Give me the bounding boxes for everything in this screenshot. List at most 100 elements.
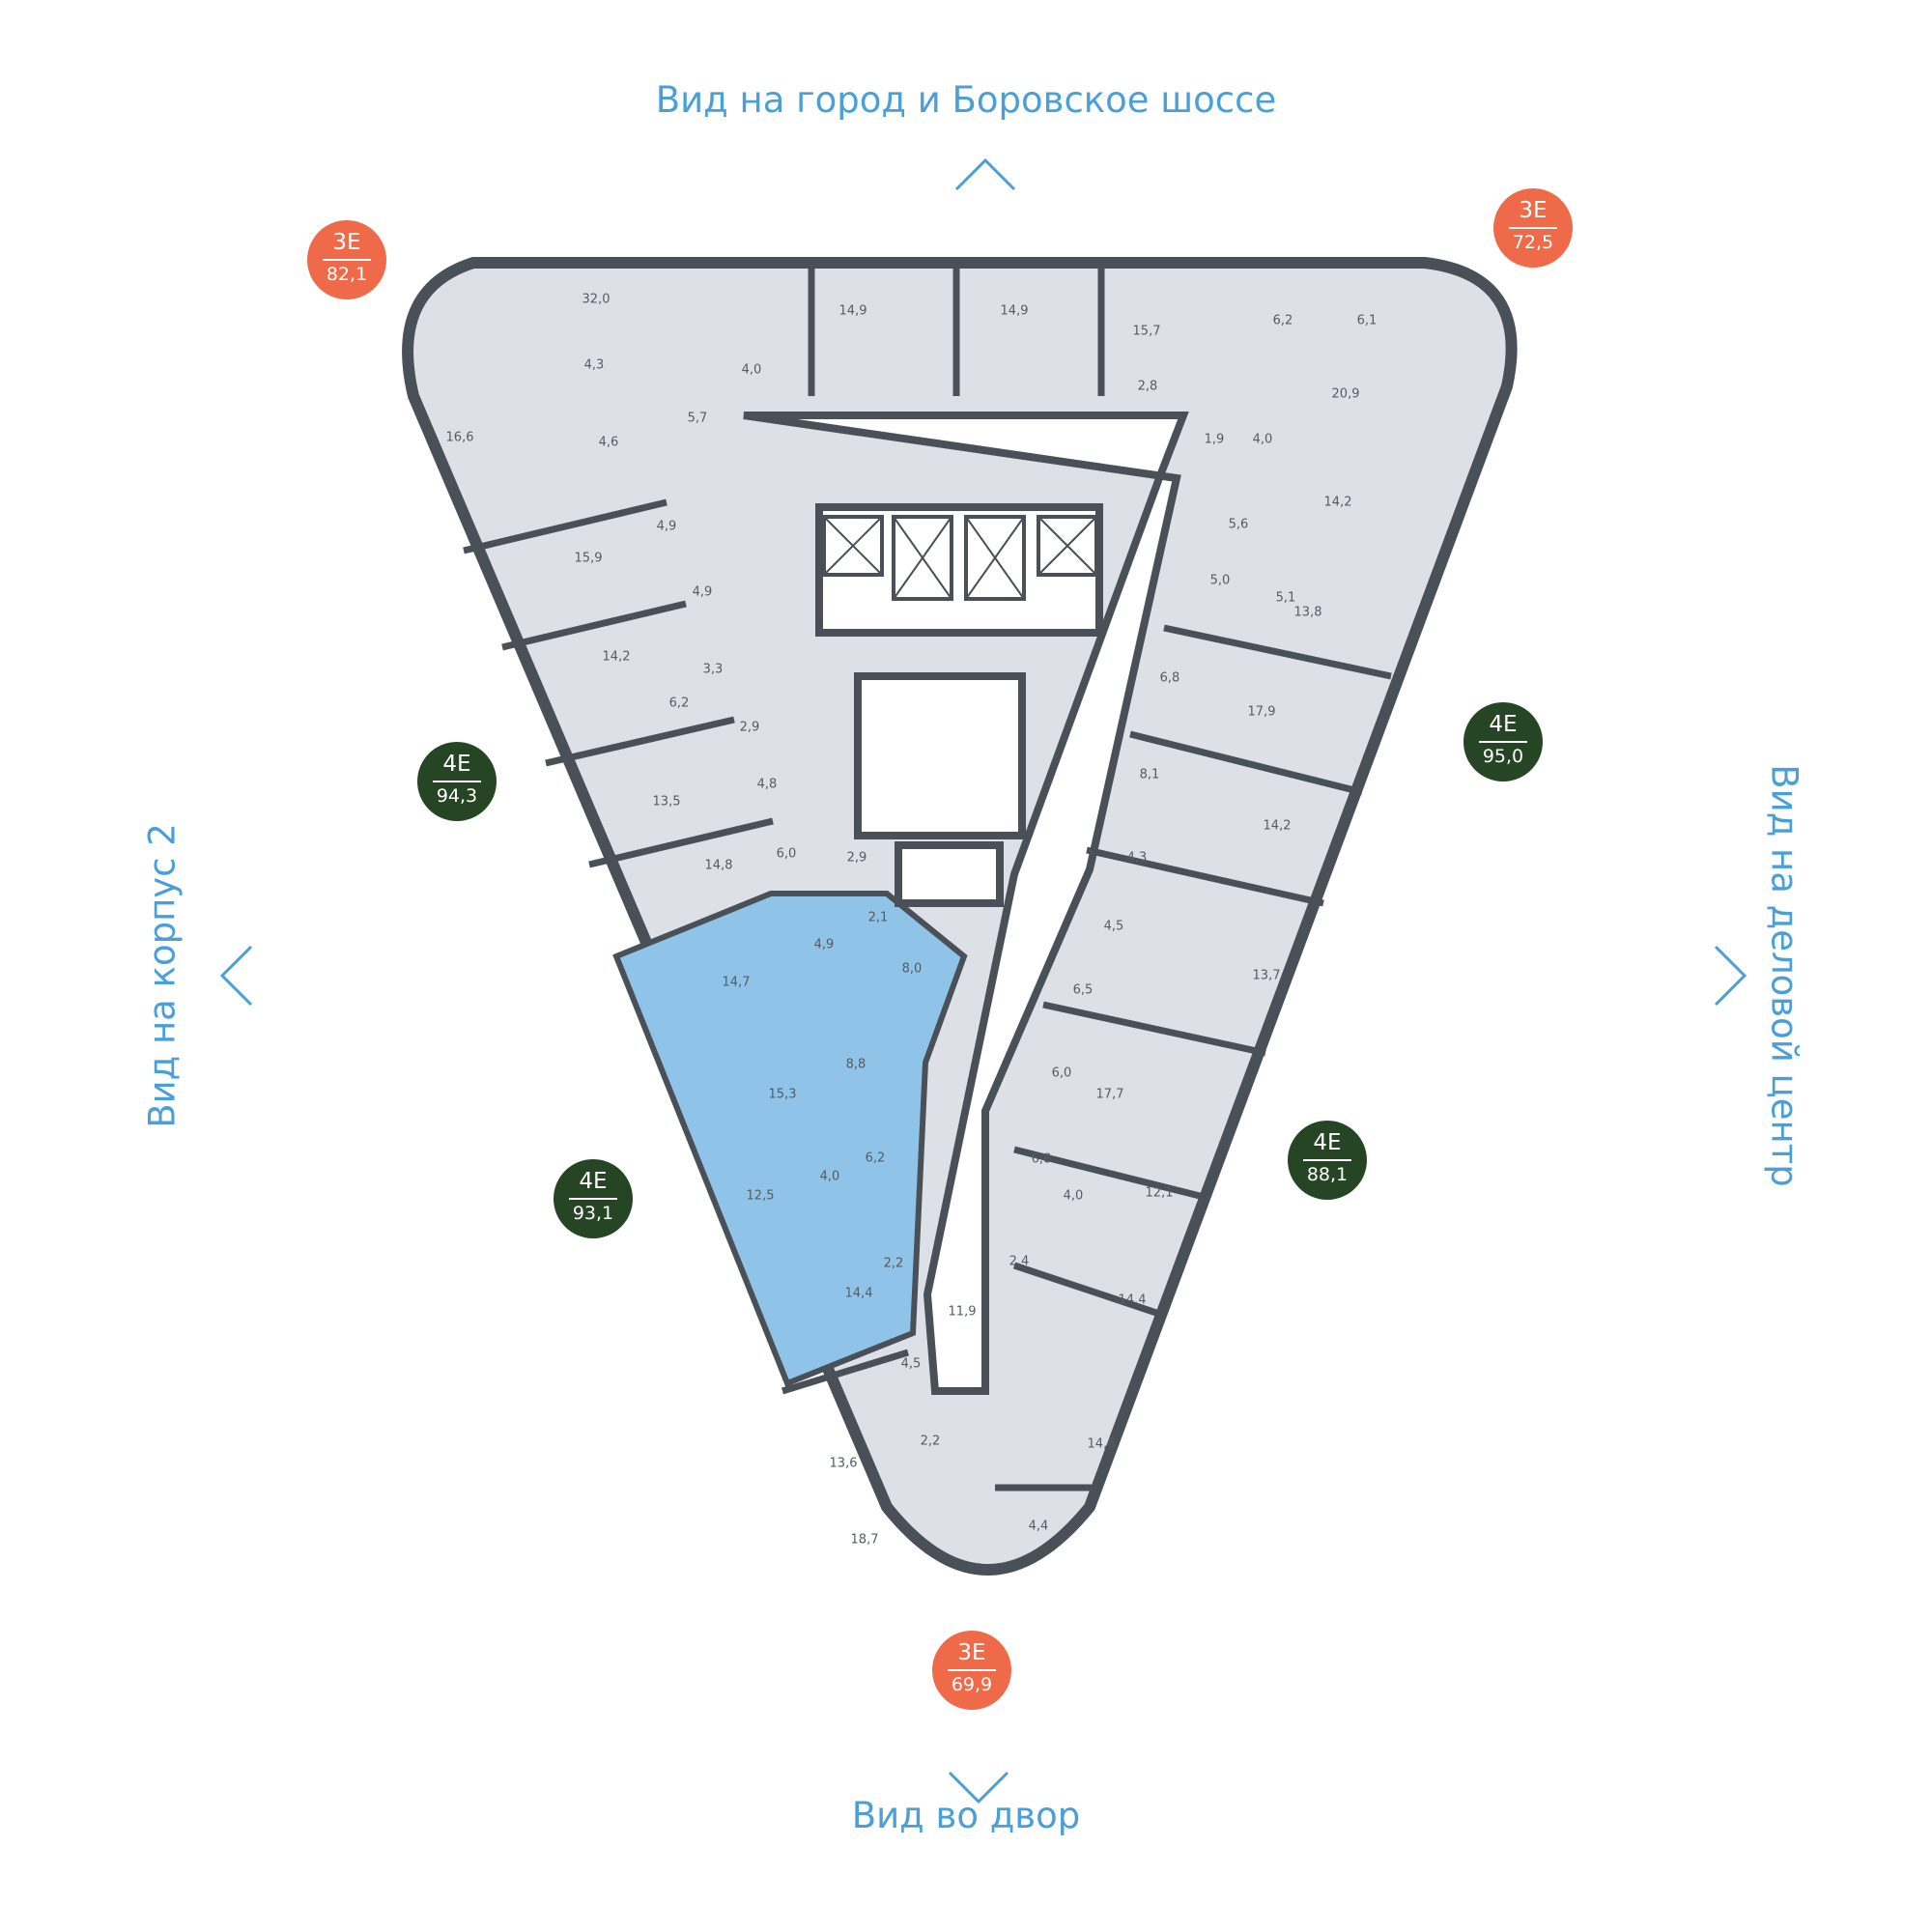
apartment-badge-3e-69[interactable]: 3Е 69,9: [932, 1631, 1011, 1710]
central-corridor: [743, 412, 1189, 1395]
elevator-core: [815, 503, 1103, 637]
building-outline: [402, 257, 1518, 1576]
room-area: 14,2: [1323, 495, 1352, 510]
room-area: 8,8: [845, 1057, 867, 1072]
room-area: 4,5: [1103, 919, 1124, 934]
partition-wall: [1129, 730, 1363, 796]
room-area: 14,6: [1087, 1436, 1116, 1452]
room-area: 14,9: [838, 303, 867, 319]
room-area: 6,2: [1272, 313, 1293, 328]
room-area: 6,1: [1356, 313, 1378, 328]
room-area: 2,4: [1009, 1254, 1030, 1269]
badge-area: 88,1: [1306, 1164, 1349, 1185]
apartment-badge-3e-82[interactable]: 3Е 82,1: [307, 220, 386, 299]
room-area: 6,0: [1051, 1065, 1072, 1081]
room-area: 2,9: [846, 850, 867, 866]
room-area: 14,7: [722, 975, 751, 990]
badge-area: 82,1: [326, 264, 368, 285]
elevator-shaft-cross: [1037, 516, 1097, 576]
chevron-up-icon: [954, 157, 1016, 191]
room-area: 17,9: [1247, 704, 1276, 720]
room-area: 4,9: [656, 519, 677, 534]
room-area: 4,9: [813, 937, 835, 952]
badge-divider: [1479, 741, 1527, 743]
room-area: 13,6: [829, 1456, 858, 1471]
partition-wall: [463, 498, 668, 554]
room-area: 14,2: [602, 649, 631, 665]
badge-area: 94,3: [436, 785, 478, 807]
room-area: 6,2: [865, 1151, 886, 1166]
badge-type: 4Е: [442, 752, 471, 777]
room-area: 14,2: [1263, 818, 1292, 834]
room-area: 20,9: [1331, 386, 1360, 402]
room-area: 11,9: [948, 1304, 977, 1320]
room-area: 15,9: [574, 551, 603, 566]
elevator-shaft: [822, 515, 884, 577]
view-label-top: Вид на город и Боровское шоссе: [655, 79, 1277, 121]
badge-type: 4Е: [1489, 712, 1518, 737]
partition-wall: [545, 716, 735, 767]
badge-area: 72,5: [1512, 232, 1554, 253]
view-label-left: Вид на корпус 2: [141, 823, 184, 1128]
room-area: 6,0: [776, 846, 797, 862]
room-area: 13,5: [652, 794, 681, 810]
apartment-badge-4e-95[interactable]: 4Е 95,0: [1463, 702, 1543, 781]
partition-wall: [501, 600, 687, 651]
badge-divider: [433, 781, 481, 782]
badge-area: 95,0: [1482, 746, 1524, 767]
chevron-down-icon: [948, 1771, 1009, 1804]
badge-divider: [948, 1669, 996, 1671]
partition-wall: [1042, 1001, 1266, 1057]
room-area: 5,1: [1275, 590, 1296, 606]
elevator-shaft: [1037, 515, 1098, 577]
apartment-badge-4e-94[interactable]: 4Е 94,3: [417, 742, 497, 821]
room-area: 12,5: [746, 1188, 775, 1204]
elevator-shaft: [892, 515, 953, 601]
badge-type: 3Е: [332, 230, 361, 255]
room-area: 13,8: [1293, 605, 1322, 620]
room-area: 1,9: [1204, 432, 1225, 447]
room-area: 6,5: [1072, 982, 1094, 998]
room-area: 4,4: [1028, 1519, 1049, 1534]
badge-type: 3Е: [957, 1640, 986, 1665]
room-area: 2,8: [1137, 379, 1158, 394]
room-area: 5,0: [1209, 573, 1231, 588]
room-area: 5,6: [1228, 517, 1249, 532]
room-area: 2,9: [739, 720, 760, 735]
room-area: 4,5: [900, 1356, 922, 1372]
badge-divider: [569, 1198, 617, 1200]
partition-wall: [588, 817, 774, 868]
room-area: 13,7: [1252, 968, 1281, 983]
elevator-shaft-cross: [965, 516, 1025, 600]
partition-wall: [1012, 1262, 1161, 1318]
room-area: 32,0: [582, 292, 611, 307]
view-label-bottom: Вид во двор: [851, 1795, 1081, 1836]
room-area: 14,4: [844, 1286, 873, 1301]
elevator-shaft-cross: [823, 516, 883, 576]
room-area: 15,7: [1132, 324, 1161, 339]
partition-wall: [1013, 1146, 1208, 1202]
apartment-badge-4e-88[interactable]: 4Е 88,1: [1288, 1121, 1367, 1200]
room-area: 6,8: [1031, 1151, 1052, 1167]
elevator-shaft-cross: [893, 516, 952, 600]
apartment-badge-4e-93[interactable]: 4Е 93,1: [554, 1159, 633, 1238]
badge-type: 3Е: [1519, 198, 1548, 223]
room-area: 3,3: [702, 662, 724, 677]
chevron-left-icon: [219, 945, 253, 1007]
partition-wall: [1163, 624, 1392, 680]
room-area: 14,8: [704, 858, 733, 873]
room-area: 4,0: [1063, 1188, 1084, 1204]
room-area: 15,3: [768, 1087, 797, 1102]
chevron-right-icon: [1714, 945, 1747, 1007]
badge-area: 69,9: [951, 1674, 993, 1695]
apartment-badge-3e-72[interactable]: 3Е 72,5: [1493, 188, 1573, 268]
room-area: 4,0: [1252, 432, 1273, 447]
room-area: 4,0: [741, 362, 762, 378]
lift-lobby: [895, 841, 1004, 907]
selected-apartment-4e-93[interactable]: [612, 891, 968, 1387]
room-area: 4,9: [692, 584, 713, 600]
room-area: 8,1: [1139, 767, 1160, 782]
room-area: 16,6: [445, 430, 474, 445]
badge-divider: [1303, 1159, 1351, 1161]
